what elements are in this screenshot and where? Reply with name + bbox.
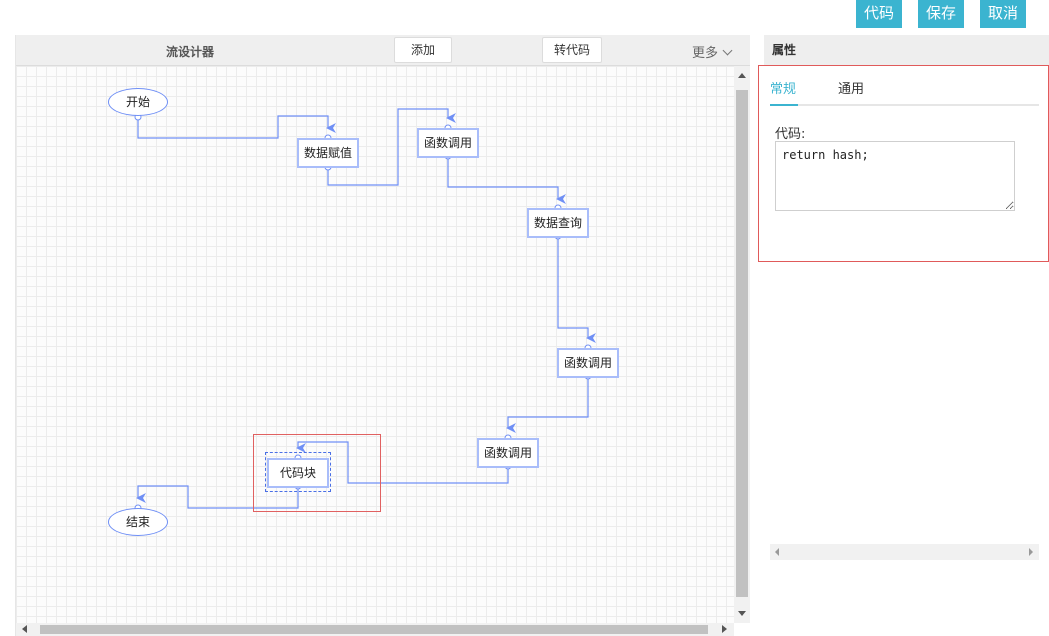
node-function-call-2[interactable]: 函数调用 [557,348,619,378]
horizontal-scrollbar[interactable] [16,623,734,636]
edge-call2-call3 [506,376,589,433]
save-button[interactable]: 保存 [918,0,964,28]
add-button[interactable]: 添加 [394,37,452,63]
scroll-right-icon[interactable] [722,625,727,633]
cancel-button[interactable]: 取消 [980,0,1026,28]
chevron-down-icon [722,45,733,56]
tabs-divider [770,104,1039,106]
node-function-call-1[interactable]: 函数调用 [417,128,479,158]
more-label: 更多 [692,46,719,61]
to-code-button[interactable]: 转代码 [542,37,602,63]
properties-panel: 属性 常规 通用 代码: return hash; [758,35,1049,636]
flow-canvas[interactable]: 开始 数据赋值 函数调用 数据查询 函数调用 函数调用 代码块 结束 [16,66,734,623]
scroll-down-icon[interactable] [738,611,746,616]
edge-call3-codeblock [296,441,509,484]
code-textarea[interactable]: return hash; [775,141,1015,211]
highlight-box [253,434,381,512]
tab-general[interactable]: 常规 [770,82,797,97]
vertical-scroll-thumb[interactable] [736,90,748,597]
designer-title: 流设计器 [166,45,215,59]
node-end[interactable]: 结束 [108,508,168,536]
edge-start-assign [137,115,336,139]
node-data-query[interactable]: 数据查询 [527,208,589,238]
scroll-left-icon[interactable] [22,625,27,633]
vertical-scrollbar[interactable] [734,66,750,623]
node-start[interactable]: 开始 [108,88,168,116]
panel-horizontal-scrollbar[interactable] [770,544,1039,560]
properties-header: 属性 [764,35,1049,65]
tab-active-indicator [770,104,798,106]
edge-codeblock-end [136,485,299,509]
edge-assign-call1 [327,108,456,186]
edge-query-call2 [557,236,596,343]
node-code-block[interactable]: 代码块 [267,458,329,488]
edge-call1-query [447,156,566,204]
code-button[interactable]: 代码 [856,0,902,28]
designer-toolbar: 流设计器 添加 转代码 更多 [16,35,750,66]
node-function-call-3[interactable]: 函数调用 [477,438,539,468]
horizontal-scroll-thumb[interactable] [40,625,708,634]
selection-outline [265,452,331,492]
node-data-assign[interactable]: 数据赋值 [297,138,359,168]
scroll-right-icon[interactable] [1029,548,1033,556]
scroll-left-icon[interactable] [775,548,779,556]
code-field-label: 代码: [775,127,806,142]
left-sidebar-edge [0,35,16,636]
flow-designer: 流设计器 添加 转代码 更多 [16,35,750,636]
tab-common[interactable]: 通用 [838,82,865,97]
flow-edges [134,108,596,512]
more-menu[interactable]: 更多 [692,42,733,61]
scroll-up-icon[interactable] [738,73,746,78]
